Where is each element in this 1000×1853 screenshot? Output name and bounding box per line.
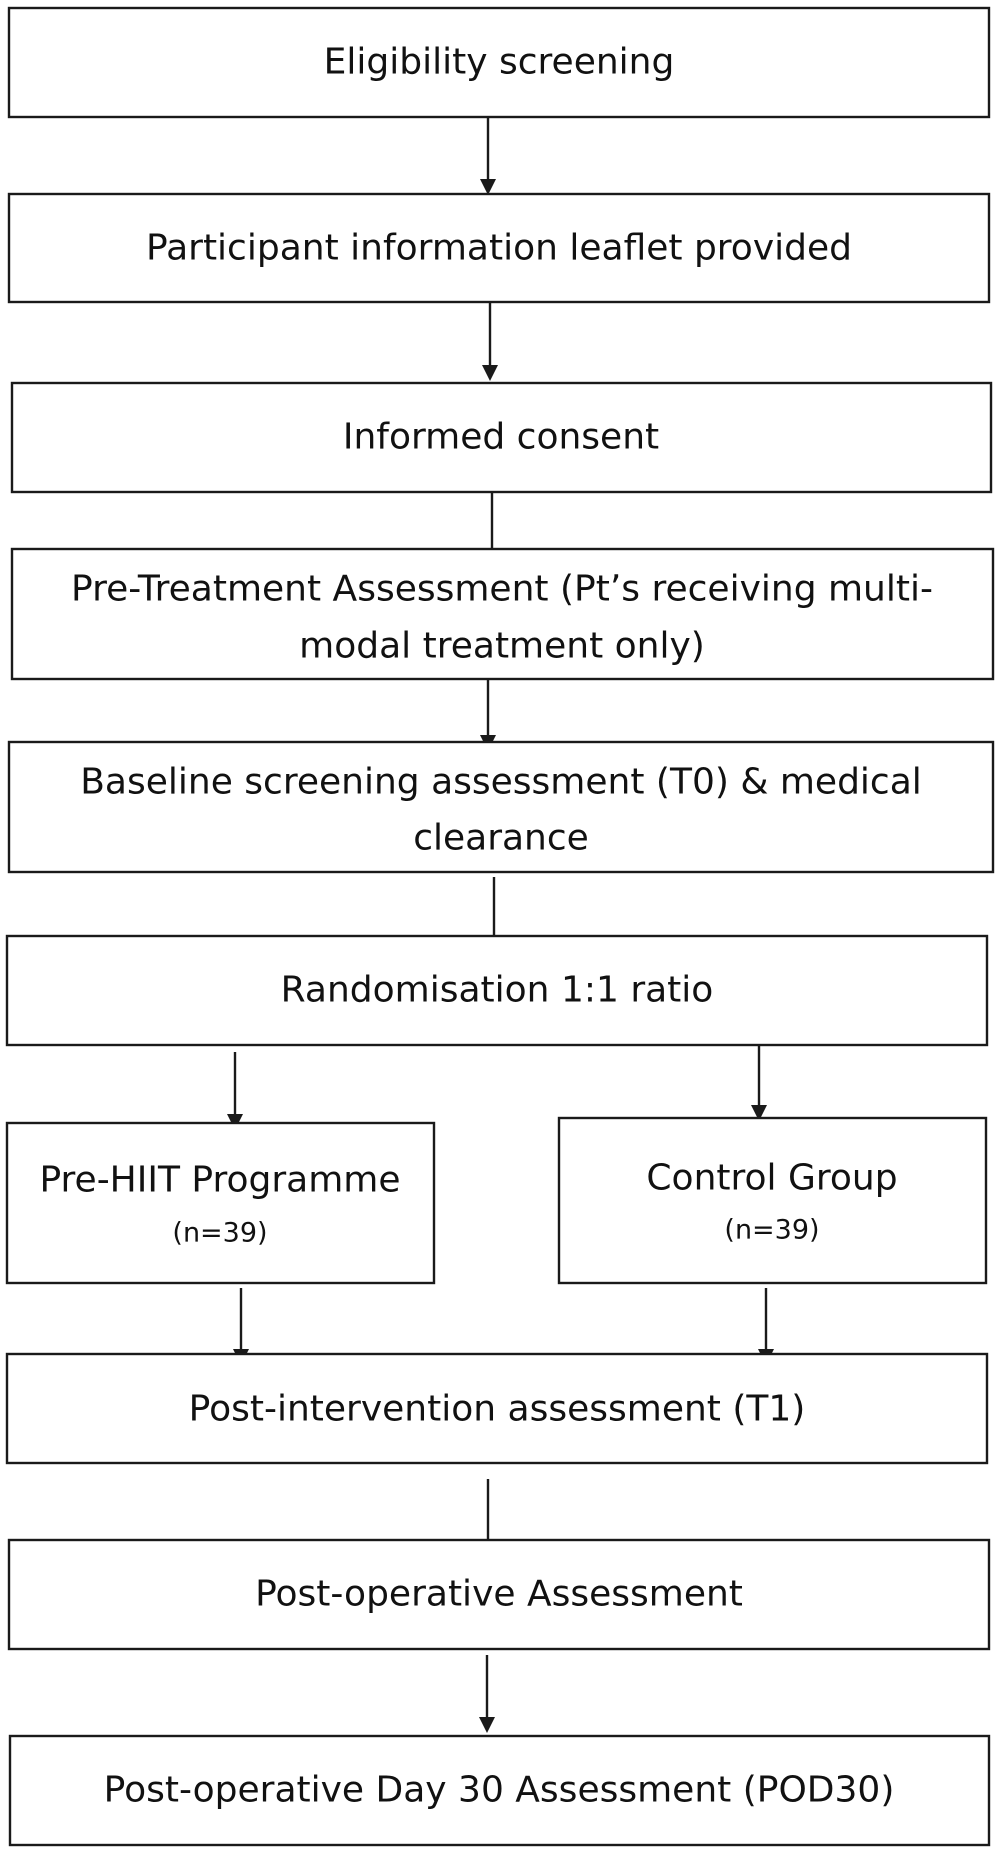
node-pod30-label: Post-operative Day 30 Assessment (POD30) — [104, 1770, 895, 1811]
node-pre-treatment-line1: Pre-Treatment Assessment (Pt’s receiving… — [71, 569, 933, 610]
node-eligibility-label: Eligibility screening — [324, 42, 675, 83]
node-pre-hiit-programme: Pre-HIIT Programme (n=39) — [5, 1121, 436, 1285]
node-control-title: Control Group — [646, 1158, 897, 1199]
arrow-pretreatment-to-baseline — [480, 679, 496, 751]
node-post-intervention-assessment: Post-intervention assessment (T1) — [5, 1352, 989, 1465]
node-eligibility-screening: Eligibility screening — [7, 6, 991, 119]
node-pre-treatment-line2: modal treatment only) — [299, 626, 705, 667]
node-baseline-line2: clearance — [413, 818, 589, 859]
node-hiit-n: (n=39) — [172, 1218, 267, 1249]
node-info-leaflet-label: Participant information leaflet provided — [146, 228, 852, 269]
arrow-post-operative-to-pod30 — [479, 1655, 495, 1733]
node-post-operative-label: Post-operative Assessment — [255, 1574, 743, 1615]
node-informed-consent-label: Informed consent — [343, 417, 659, 458]
arrow-randomisation-to-hiit — [227, 1052, 243, 1130]
arrow-eligibility-to-leaflet — [480, 117, 496, 195]
node-pre-treatment-assessment: Pre-Treatment Assessment (Pt’s receiving… — [10, 547, 995, 681]
node-baseline-screening: Baseline screening assessment (T0) & med… — [7, 740, 995, 874]
node-hiit-title: Pre-HIIT Programme — [39, 1160, 400, 1201]
arrow-leaflet-to-consent — [482, 302, 498, 381]
node-randomisation-label: Randomisation 1:1 ratio — [281, 970, 714, 1011]
node-post-intervention-label: Post-intervention assessment (T1) — [189, 1389, 806, 1430]
node-pod30-assessment: Post-operative Day 30 Assessment (POD30) — [8, 1734, 991, 1847]
node-baseline-line1: Baseline screening assessment (T0) & med… — [80, 762, 922, 803]
node-informed-consent: Informed consent — [10, 381, 993, 494]
node-post-operative-assessment: Post-operative Assessment — [7, 1538, 991, 1651]
node-control-n: (n=39) — [724, 1215, 819, 1246]
arrow-randomisation-to-control — [751, 1045, 767, 1121]
node-randomisation: Randomisation 1:1 ratio — [5, 934, 989, 1047]
node-info-leaflet: Participant information leaflet provided — [7, 192, 991, 304]
node-control-group: Control Group (n=39) — [557, 1116, 988, 1285]
